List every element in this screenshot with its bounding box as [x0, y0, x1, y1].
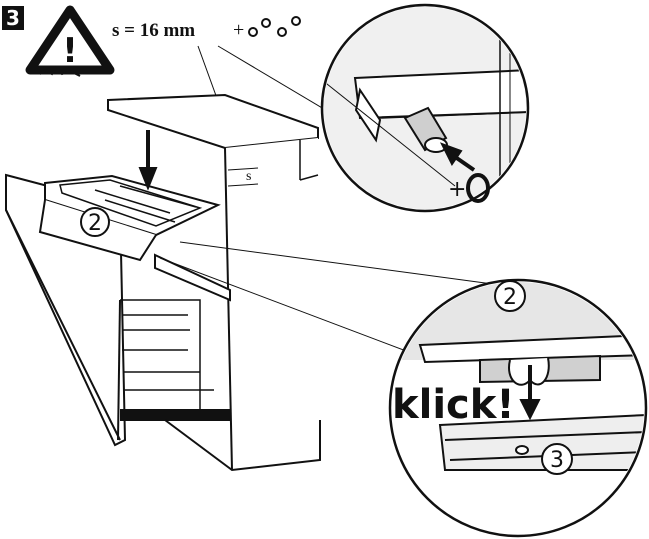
detail-callout-2-number: 2 [503, 285, 517, 310]
step-badge: 3 [2, 6, 24, 30]
rail-callout-3: 3 [541, 443, 573, 475]
plug-marker-plus: + [448, 177, 466, 202]
warning-triangle-icon: ! [25, 5, 115, 77]
plugs-legend: + [233, 16, 301, 41]
dimension-s: s [246, 169, 251, 184]
rail-callout-3-number: 3 [550, 448, 564, 473]
click-label: klick! [392, 382, 515, 428]
warning-exclamation: ! [62, 31, 78, 71]
drawer-callout-number: 2 [88, 211, 102, 236]
detail-circle-plug: + [320, 3, 530, 213]
drawer-callout: 2 [80, 207, 110, 237]
plug-marker-ring [466, 173, 490, 203]
spacing-text: s = 16 mm [112, 20, 195, 41]
step-number: 3 [6, 6, 20, 30]
detail-callout-2: 2 [494, 280, 526, 312]
cabinet-drawing: s [5, 93, 321, 472]
detail-circle-click: 2 3 klick! [388, 278, 648, 538]
plugs-plus: + [233, 19, 244, 41]
